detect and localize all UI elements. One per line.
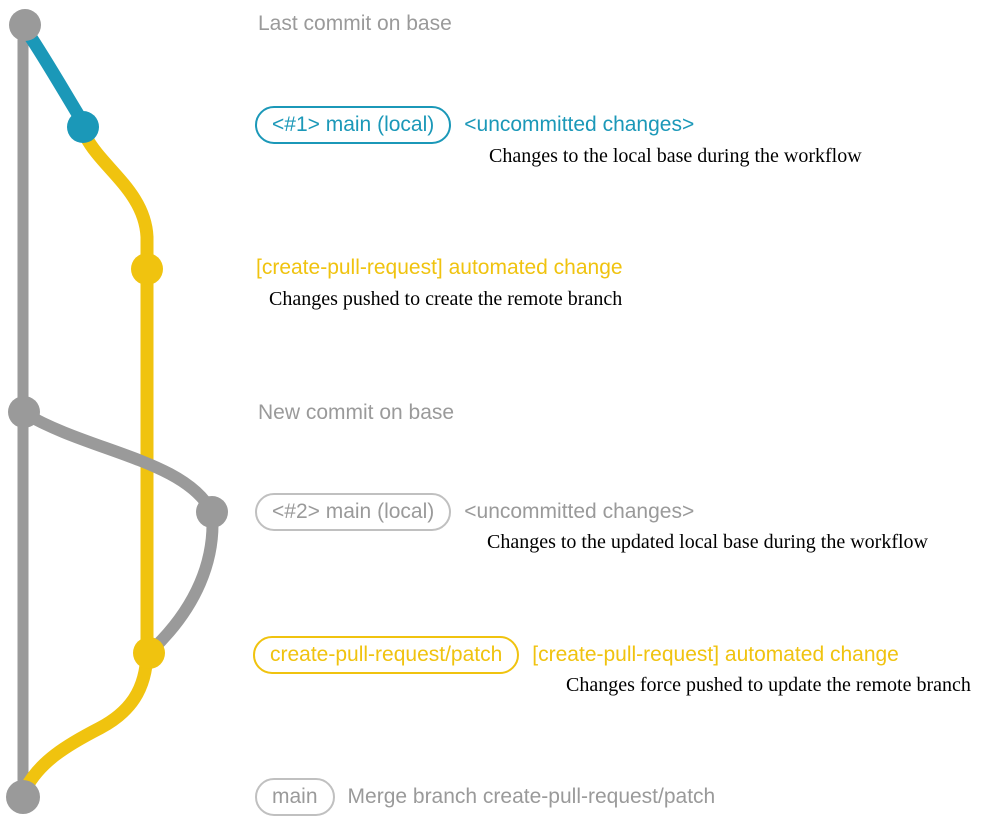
caption-uncommitted-1: Changes to the local base during the wor… [489, 145, 862, 167]
node-automated-change-1 [131, 253, 163, 285]
row-uncommitted-1: <#1> main (local) <uncommitted changes> [255, 106, 694, 144]
branch-badge-main-local-1: <#1> main (local) [255, 106, 452, 144]
caption-automated-2: Changes force pushed to update the remot… [566, 674, 971, 696]
branch-badge-patch: create-pull-request/patch [253, 636, 520, 674]
commit-title-uncommitted-1: <uncommitted changes> [464, 113, 695, 136]
caption-uncommitted-2: Changes to the updated local base during… [487, 531, 928, 553]
edge-base-to-local2 [18, 407, 218, 518]
row-automated-2: create-pull-request/patch [create-pull-r… [253, 636, 899, 674]
caption-automated-1: Changes pushed to create the remote bran… [269, 288, 623, 310]
label-last-commit-on-base: Last commit on base [258, 12, 452, 35]
commit-title-uncommitted-2: <uncommitted changes> [464, 500, 695, 523]
edge-local2-to-patch [146, 506, 219, 656]
row-uncommitted-2: <#2> main (local) <uncommitted changes> [255, 493, 694, 531]
edge-local1-to-patch-branch [19, 130, 154, 795]
commit-title-automated-2: [create-pull-request] automated change [532, 643, 899, 666]
node-last-commit-on-base [9, 9, 41, 41]
row-merge-commit: main Merge branch create-pull-request/pa… [255, 778, 715, 816]
label-new-commit-on-base: New commit on base [258, 401, 455, 424]
node-merge-commit [6, 780, 40, 814]
merge-commit-message: Merge branch create-pull-request/patch [347, 785, 716, 808]
edge-base-to-local1 [21, 26, 89, 128]
node-uncommitted-1 [67, 111, 99, 143]
branch-badge-main: main [255, 778, 335, 816]
branch-badge-main-local-2: <#2> main (local) [255, 493, 452, 531]
commit-graph [6, 9, 228, 814]
commit-title-automated-1: [create-pull-request] automated change [256, 256, 623, 279]
node-uncommitted-2 [196, 496, 228, 528]
node-new-commit-on-base [8, 396, 40, 428]
node-automated-change-2 [133, 637, 165, 669]
